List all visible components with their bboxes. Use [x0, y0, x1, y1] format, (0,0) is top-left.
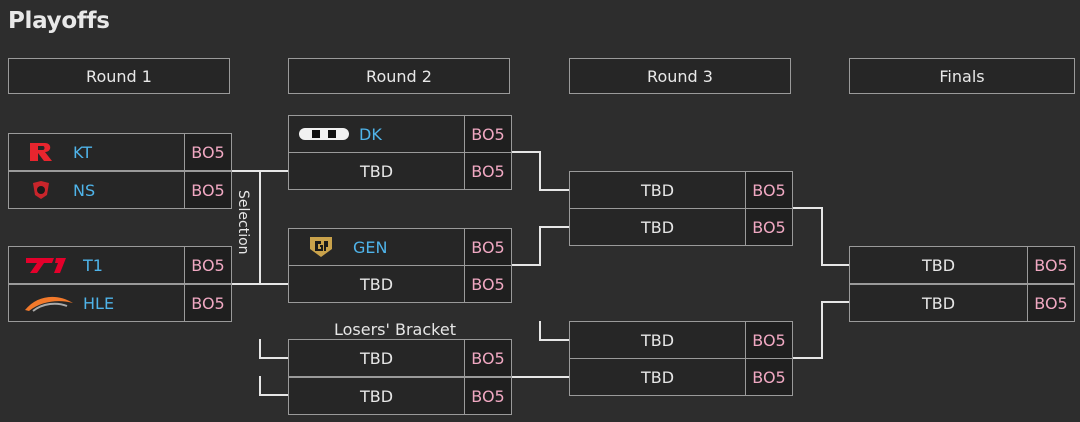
format-badge: BO5	[745, 172, 792, 208]
match-slot-dk[interactable]: DK BO5	[288, 115, 512, 153]
format-badge: BO5	[1027, 247, 1074, 283]
gen-logo-icon	[301, 235, 341, 259]
match-slot-t1[interactable]: T1 BO5	[8, 246, 232, 284]
losers-match-slot[interactable]: TBD BO5	[288, 339, 512, 377]
match-slot-tbd[interactable]: TBD BO5	[288, 265, 512, 303]
format-badge: BO5	[464, 153, 511, 189]
format-badge: BO5	[464, 266, 511, 302]
format-badge: BO5	[464, 229, 511, 265]
round-1-header: Round 1	[8, 58, 230, 94]
losers-match-slot[interactable]: TBD BO5	[569, 321, 793, 359]
t1-logo-icon	[23, 255, 75, 275]
losers-match-slot[interactable]: TBD BO5	[569, 358, 793, 396]
finals-slot[interactable]: TBD BO5	[849, 284, 1075, 322]
team-name: HLE	[83, 293, 115, 313]
round-2-header: Round 2	[288, 58, 510, 94]
team-cell: GEN	[289, 229, 464, 265]
selection-label: Selection	[235, 190, 251, 255]
format-badge: BO5	[464, 340, 511, 376]
team-name: GEN	[353, 237, 388, 257]
team-name: TBD	[640, 367, 675, 387]
team-name: TBD	[640, 330, 675, 350]
format-badge: BO5	[745, 209, 792, 245]
format-badge: BO5	[184, 285, 231, 321]
format-badge: BO5	[184, 247, 231, 283]
team-name: KT	[73, 142, 93, 162]
match-slot-hle[interactable]: HLE BO5	[8, 284, 232, 322]
dk-logo-icon	[297, 127, 351, 141]
team-name: T1	[83, 255, 103, 275]
match-slot-tbd[interactable]: TBD BO5	[569, 171, 793, 209]
team-name: TBD	[359, 274, 394, 294]
team-name: TBD	[921, 255, 956, 275]
team-name: TBD	[921, 293, 956, 313]
hle-logo-icon	[23, 293, 75, 313]
format-badge: BO5	[184, 134, 231, 170]
match-slot-ns[interactable]: NS BO5	[8, 171, 232, 209]
team-cell: DK	[289, 116, 464, 152]
losers-match-slot[interactable]: TBD BO5	[288, 377, 512, 415]
team-name: TBD	[640, 217, 675, 237]
ns-logo-icon	[23, 179, 59, 201]
format-badge: BO5	[745, 322, 792, 358]
team-cell: HLE	[9, 285, 184, 321]
match-slot-tbd[interactable]: TBD BO5	[288, 152, 512, 190]
losers-bracket-label: Losers' Bracket	[334, 320, 456, 339]
round-3-header: Round 3	[569, 58, 791, 94]
format-badge: BO5	[464, 378, 511, 414]
team-cell: KT	[9, 134, 184, 170]
format-badge: BO5	[464, 116, 511, 152]
team-name: TBD	[359, 161, 394, 181]
team-name: DK	[359, 124, 382, 144]
team-cell: T1	[9, 247, 184, 283]
team-name: NS	[73, 180, 96, 200]
match-slot-kt[interactable]: KT BO5	[8, 133, 232, 171]
team-name: TBD	[359, 386, 394, 406]
team-name: TBD	[359, 348, 394, 368]
format-badge: BO5	[1027, 285, 1074, 321]
team-cell: NS	[9, 172, 184, 208]
match-slot-tbd[interactable]: TBD BO5	[569, 208, 793, 246]
format-badge: BO5	[184, 172, 231, 208]
format-badge: BO5	[745, 359, 792, 395]
finals-header: Finals	[849, 58, 1075, 94]
kt-logo-icon	[23, 141, 59, 163]
page-title: Playoffs	[8, 8, 110, 34]
finals-slot[interactable]: TBD BO5	[849, 246, 1075, 284]
team-name: TBD	[640, 180, 675, 200]
match-slot-gen[interactable]: GEN BO5	[288, 228, 512, 266]
